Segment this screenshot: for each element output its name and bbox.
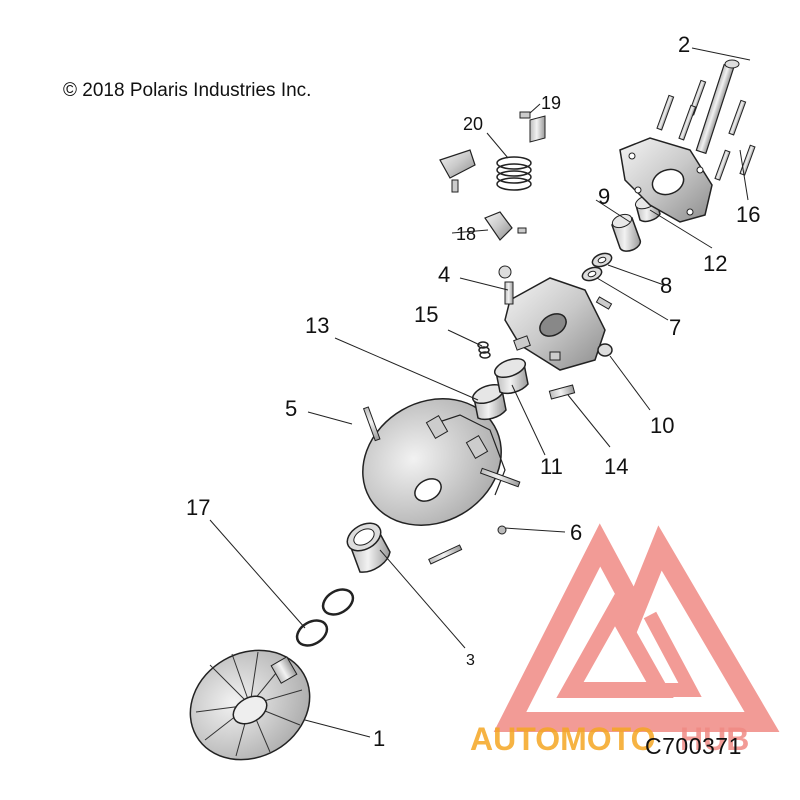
callout-10: 10	[650, 413, 674, 438]
moveable-sheave	[362, 398, 521, 526]
part-2-long-bolt	[695, 59, 740, 155]
part-20-spring	[496, 156, 532, 191]
callout-1: 1	[373, 726, 385, 751]
part-8-washer	[591, 252, 613, 268]
part-10-roller	[597, 343, 613, 357]
callout-4: 4	[438, 262, 450, 287]
part-4-spider-assembly	[498, 265, 613, 371]
cover-plate	[619, 137, 713, 223]
part-16-bolts	[656, 79, 756, 181]
callout-19: 19	[541, 93, 561, 113]
callout-16: 16	[736, 202, 760, 227]
diagram-code: C700371	[645, 733, 742, 759]
leader-lines	[209, 47, 751, 738]
callout-14: 14	[604, 454, 628, 479]
callout-7: 7	[669, 315, 681, 340]
part-6-button	[497, 525, 507, 535]
callout-labels: 1 2 3 4 5 6 7 8 9 10 11 12 13 14 15 16 1…	[186, 32, 760, 751]
watermark-logo	[493, 523, 780, 732]
callout-2: 2	[678, 32, 690, 57]
callout-13: 13	[305, 313, 329, 338]
part-7-washer	[581, 266, 603, 282]
part-9-spacer	[611, 213, 642, 252]
callout-18: 18	[456, 224, 476, 244]
watermark-text-a: AUTOMOTO	[470, 721, 655, 757]
copyright-text: © 2018 Polaris Industries Inc.	[63, 80, 312, 101]
pin-near-sheave	[428, 544, 463, 565]
callout-15: 15	[414, 302, 438, 327]
part-3-bushing	[346, 522, 391, 573]
callout-9: 9	[598, 184, 610, 209]
callout-5: 5	[285, 396, 297, 421]
part-11-bushing	[493, 357, 529, 395]
callout-3: 3	[466, 652, 475, 669]
callout-17: 17	[186, 495, 210, 520]
watermark-text: AUTOMOTO HUB	[470, 721, 749, 757]
part-15-spring	[477, 341, 491, 359]
watermark-text-b: HUB	[680, 721, 749, 757]
part-18-weight	[439, 149, 527, 241]
part-5-pin	[362, 406, 381, 442]
callout-20: 20	[463, 114, 483, 134]
part-17-snap-rings	[295, 588, 355, 647]
callout-11: 11	[540, 454, 563, 479]
callout-6: 6	[570, 520, 582, 545]
callout-12: 12	[703, 251, 727, 276]
part-14-pin	[548, 384, 576, 400]
part-19-pin	[519, 111, 546, 143]
part-1-fixed-sheave	[189, 649, 311, 761]
callout-8: 8	[660, 273, 672, 298]
